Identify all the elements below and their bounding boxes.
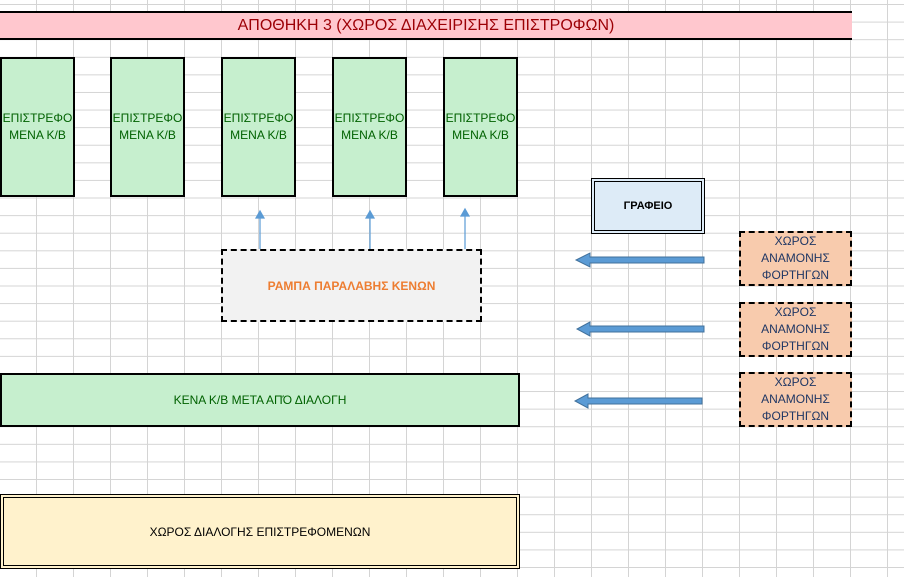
empty-crates-after-sorting: ΚΕΝΑ Κ/Β ΜΕΤΑ ΑΠΌ ΔΙΑΛΟΓΗ bbox=[0, 373, 520, 427]
warehouse-title: ΑΠΟΘΗΚΗ 3 (ΧΩΡΟΣ ΔΙΑΧΕΙΡΙΣΗΣ ΕΠΙΣΤΡΟΦΩΝ) bbox=[0, 11, 852, 40]
returned-crates-box-2: ΕΠΙΣΤΡΕΦΟ ΜΕΝΑ Κ/Β bbox=[110, 57, 185, 197]
returned-crates-box-3: ΕΠΙΣΤΡΕΦΟ ΜΕΝΑ Κ/Β bbox=[221, 57, 296, 197]
office-box: ΓΡΑΦΕΙΟ bbox=[591, 178, 705, 234]
truck-waiting-area-2: ΧΩΡΟΣ ΑΝΑΜΟΝΗΣ ΦΟΡΤΗΓΩΝ bbox=[739, 302, 852, 357]
left-arrow-3-icon bbox=[573, 393, 703, 409]
empty-receiving-ramp: ΡΑΜΠΑ ΠΑΡΑΛΑΒΗΣ ΚΕΝΩΝ bbox=[221, 249, 482, 322]
truck-waiting-area-1: ΧΩΡΟΣ ΑΝΑΜΟΝΗΣ ΦΟΡΤΗΓΩΝ bbox=[739, 231, 852, 286]
returns-sorting-area: ΧΩΡΟΣ ΔΙΑΛΟΓΗΣ ΕΠΙΣΤΡΕΦΟΜΕΝΩΝ bbox=[0, 494, 520, 569]
left-arrow-1-icon bbox=[574, 252, 705, 268]
returned-crates-box-5: ΕΠΙΣΤΡΕΦΟ ΜΕΝΑ Κ/Β bbox=[443, 57, 518, 197]
returned-crates-box-1: ΕΠΙΣΤΡΕΦΟ ΜΕΝΑ Κ/Β bbox=[0, 57, 75, 197]
truck-waiting-area-3: ΧΩΡΟΣ ΑΝΑΜΟΝΗΣ ΦΟΡΤΗΓΩΝ bbox=[739, 372, 852, 427]
left-arrow-2-icon bbox=[575, 321, 705, 337]
returned-crates-box-4: ΕΠΙΣΤΡΕΦΟ ΜΕΝΑ Κ/Β bbox=[332, 57, 407, 197]
